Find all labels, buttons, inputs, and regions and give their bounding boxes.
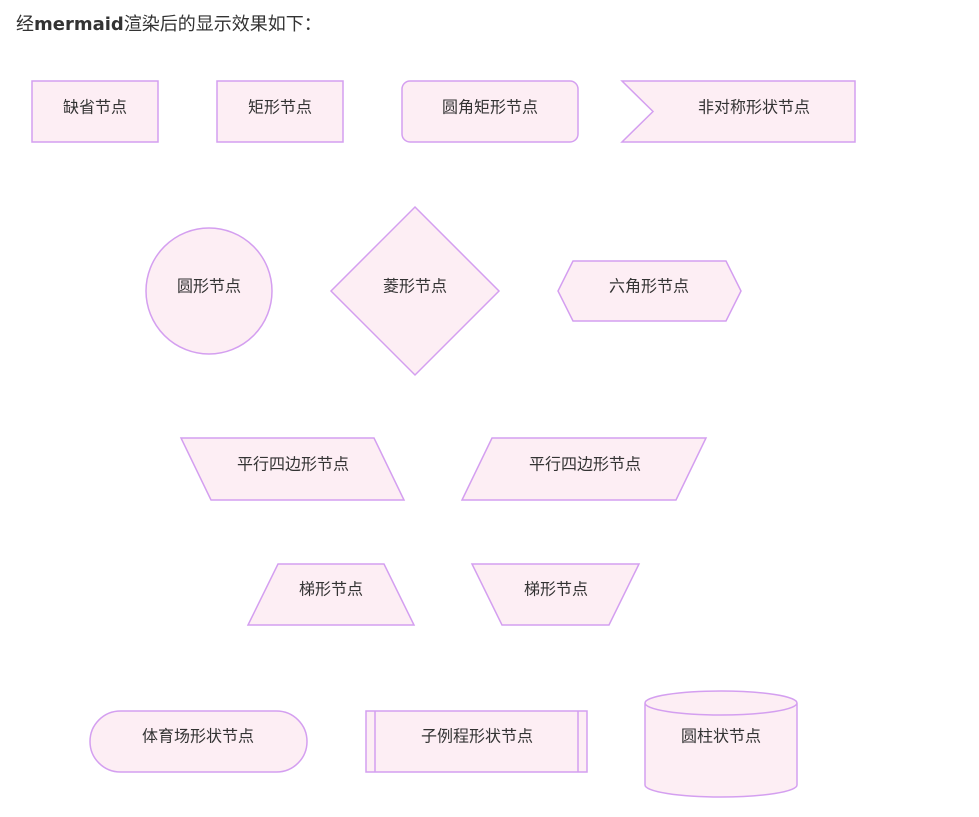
trapezoid-alt-node: [470, 563, 641, 626]
parallelogram-alt-node: [460, 437, 708, 501]
default-node: [31, 80, 159, 143]
rhombus-node: [329, 205, 501, 377]
parallelogram-node-label: 平行四边形节点: [237, 455, 349, 474]
subroutine-node: [365, 710, 588, 773]
trapezoid-alt-node-label: 梯形节点: [524, 580, 588, 599]
parallelogram-node: [179, 437, 406, 501]
subroutine-node-label: 子例程形状节点: [421, 727, 533, 746]
asymmetric-node: [620, 80, 856, 143]
circle-node: [145, 227, 273, 355]
rhombus-node-label: 菱形节点: [383, 277, 447, 296]
rect-node: [216, 80, 344, 143]
hexagon-node-label: 六角形节点: [609, 277, 689, 296]
cylinder-node: [644, 690, 798, 798]
parallelogram-alt-node-label: 平行四边形节点: [529, 455, 641, 474]
round-rect-node: [401, 80, 579, 143]
intro-prefix: 经: [16, 14, 34, 35]
asymmetric-node-label: 非对称形状节点: [698, 98, 810, 117]
intro-bold: mermaid: [34, 14, 124, 35]
intro-text: 经mermaid渲染后的显示效果如下：: [16, 10, 322, 36]
cylinder-node-label: 圆柱状节点: [681, 727, 761, 746]
intro-suffix: 渲染后的显示效果如下：: [123, 14, 322, 35]
rect-node-label: 矩形节点: [248, 98, 312, 117]
stadium-node-label: 体育场形状节点: [142, 727, 254, 746]
trapezoid-node-label: 梯形节点: [299, 580, 363, 599]
hexagon-node: [557, 260, 742, 322]
trapezoid-node: [246, 563, 416, 626]
stadium-node: [89, 710, 308, 773]
round-rect-node-label: 圆角矩形节点: [442, 98, 538, 117]
default-node-label: 缺省节点: [63, 98, 127, 117]
circle-node-label: 圆形节点: [177, 277, 241, 296]
